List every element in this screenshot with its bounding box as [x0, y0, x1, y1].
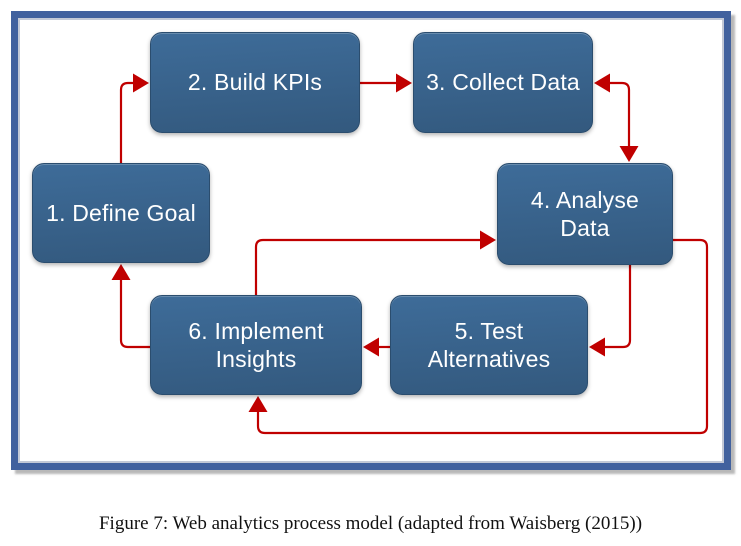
node-label: Insights	[215, 346, 297, 372]
node-label: 5. Test	[454, 317, 524, 344]
node-label: 1. Define Goal	[46, 199, 196, 226]
node-label: 3. Collect Data	[426, 69, 580, 96]
arrowhead-into-test-alternatives	[589, 337, 605, 357]
arrowhead-into-define-goal	[111, 264, 131, 280]
edge-implement-insights-to-define-goal	[119, 279, 150, 349]
node-label: 6. Implement	[188, 317, 324, 344]
arrowhead-into-analyse-data-left	[480, 230, 496, 250]
edge-define-goal-to-build-kpis	[119, 81, 134, 163]
figure-caption: Figure 7: Web analytics process model (a…	[98, 513, 643, 534]
edge-collect-data-analyse-data	[609, 81, 631, 147]
node-test-alternatives: 5. Test Alternatives	[390, 295, 588, 395]
arrowhead-into-analyse-data-top	[619, 146, 639, 162]
node-label: Alternatives	[427, 346, 551, 372]
node-build-kpis: 2. Build KPIs	[150, 32, 360, 133]
node-implement-insights: 6. Implement Insights	[150, 295, 362, 395]
arrowhead-into-implement-insights-right	[363, 337, 379, 357]
node-analyse-data: 4. Analyse Data	[497, 163, 673, 265]
arrowhead-into-collect-data-right	[594, 73, 610, 93]
node-define-goal: 1. Define Goal	[32, 163, 210, 263]
node-label: 4. Analyse	[530, 186, 640, 213]
edge-analyse-data-to-implement-insights-loop	[256, 238, 709, 435]
edge-analyse-data-to-test-alternatives	[604, 265, 632, 349]
diagram-frame	[11, 11, 731, 470]
arrowhead-into-collect-data	[396, 73, 412, 93]
node-label: 2. Build KPIs	[187, 69, 323, 96]
node-label: Data	[560, 215, 610, 241]
node-collect-data: 3. Collect Data	[413, 32, 593, 133]
edge-implement-insights-to-analyse-data	[254, 238, 481, 295]
arrowhead-into-build-kpis	[133, 73, 149, 93]
arrowhead-into-implement-insights-bottom	[248, 396, 268, 412]
